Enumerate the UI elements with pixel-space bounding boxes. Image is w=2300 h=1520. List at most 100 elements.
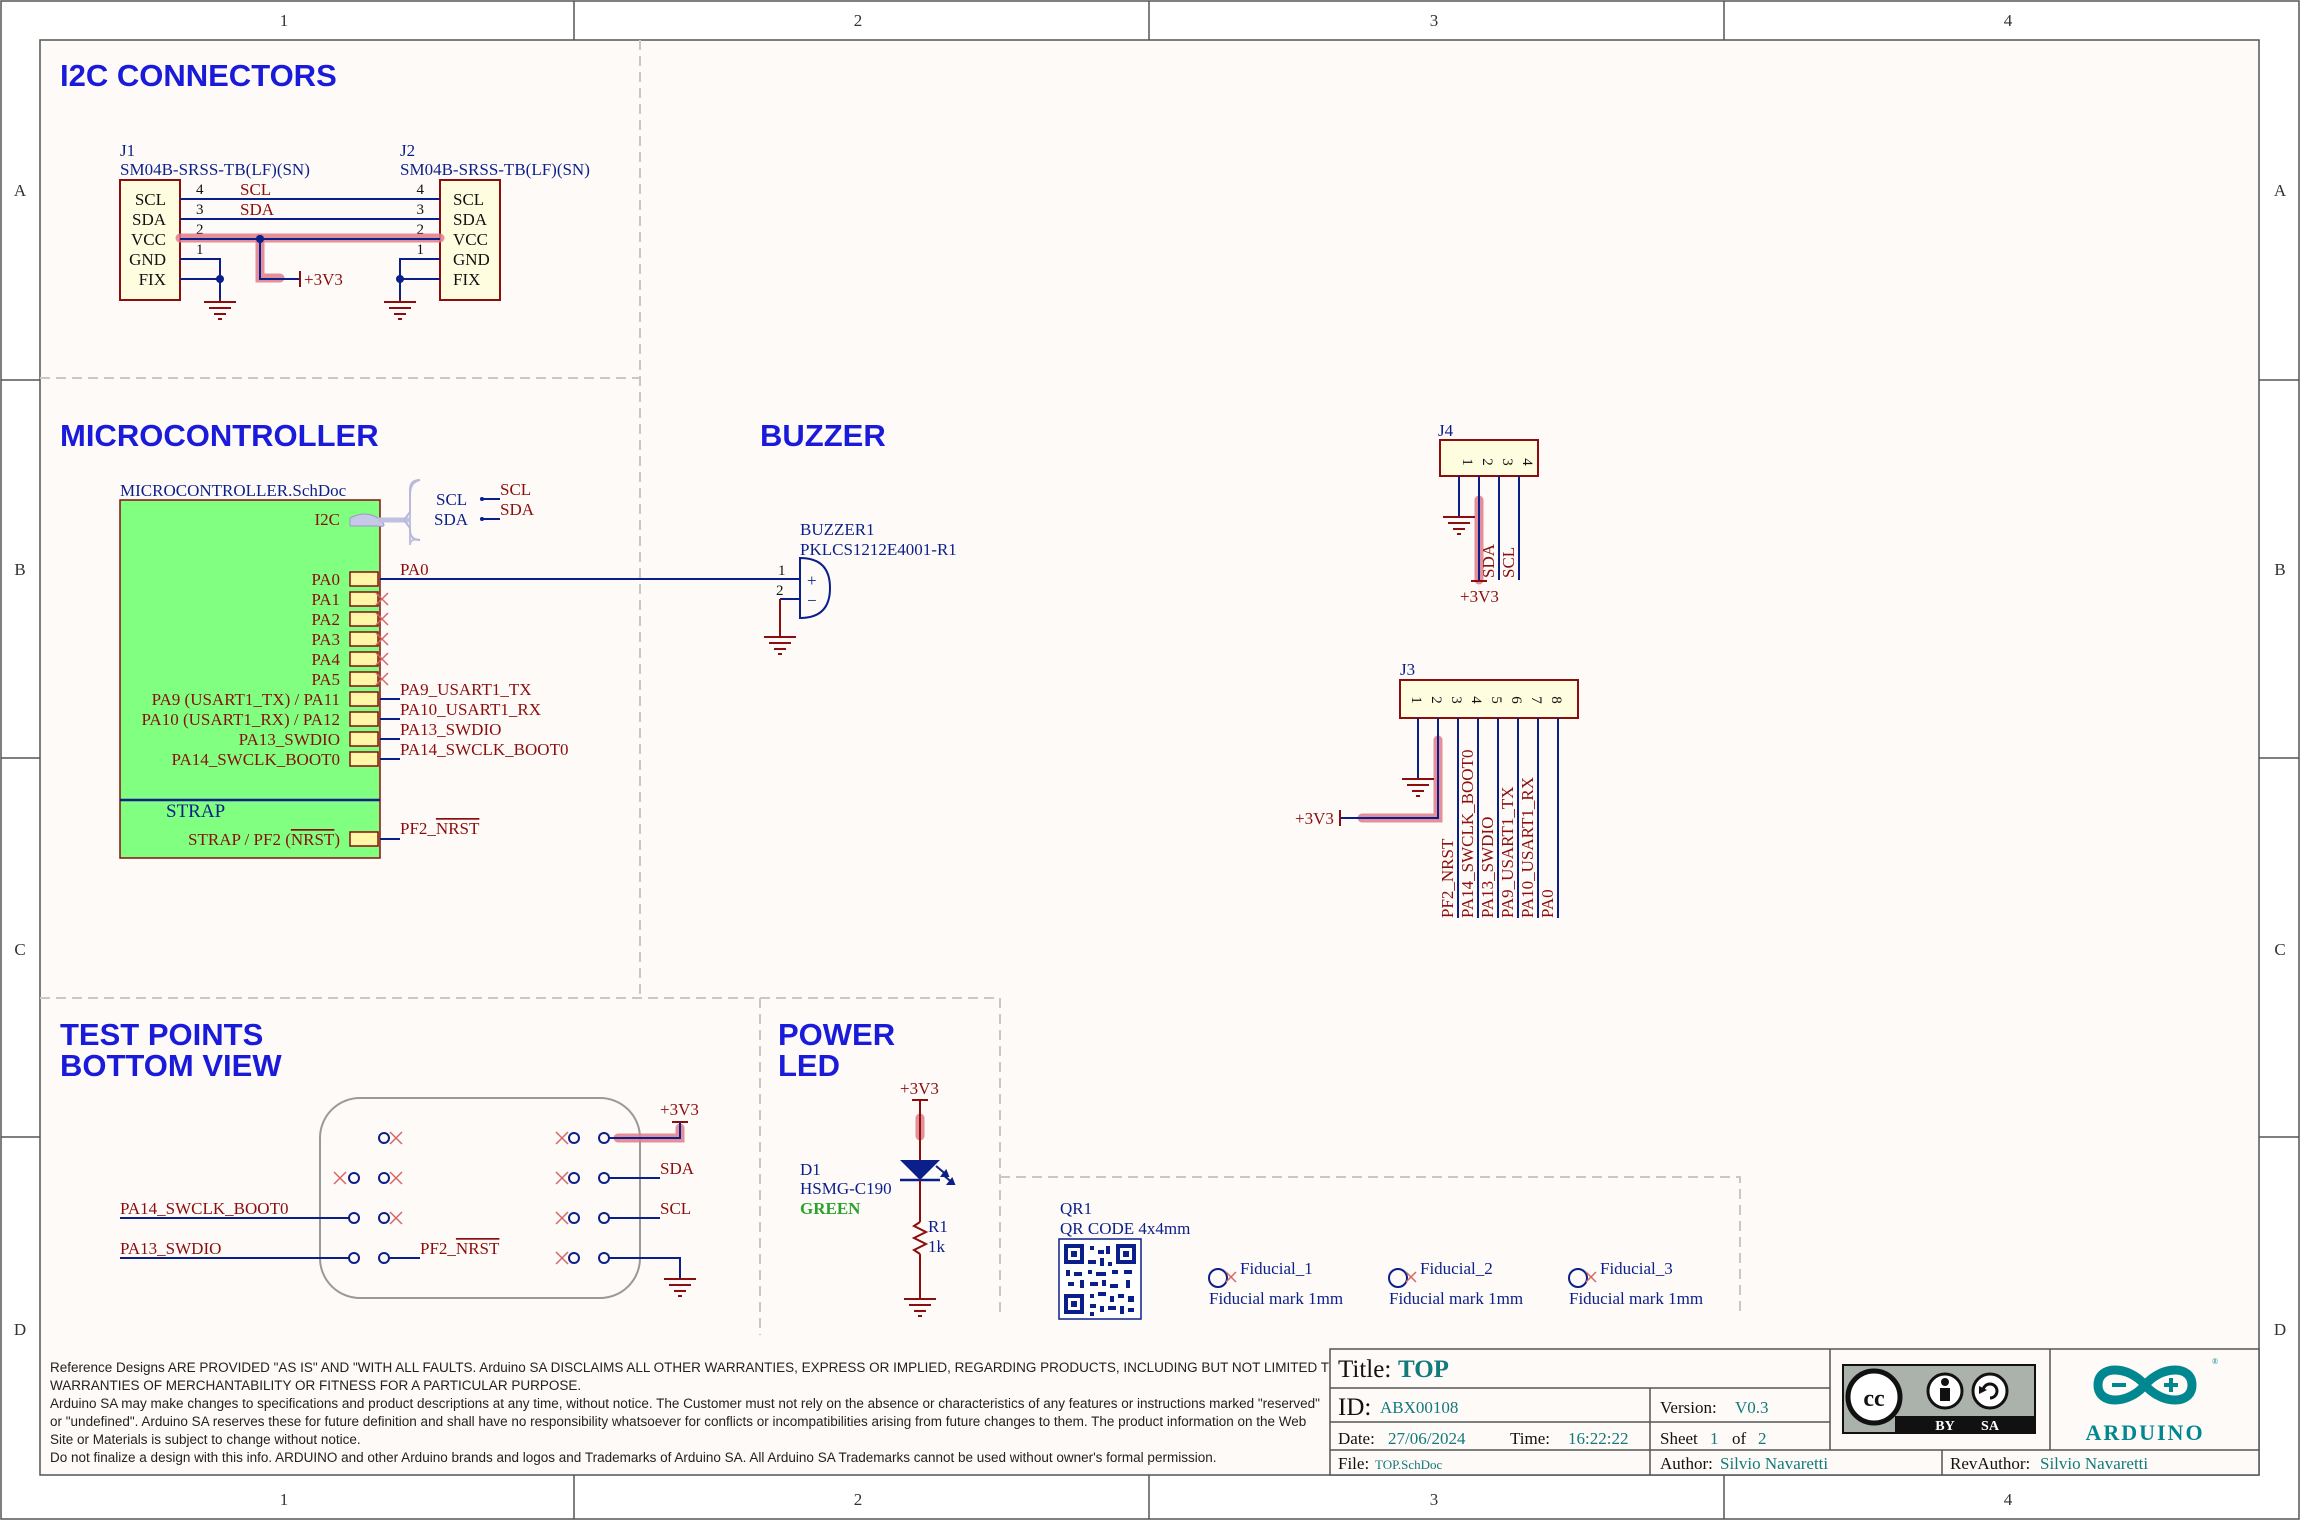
j1-pin-name: SDA bbox=[132, 210, 167, 229]
connector-j4[interactable]: J4 1 2 3 4 +3V3 SDA SCL bbox=[1438, 421, 1539, 606]
fiducial-ref: Fiducial_1 bbox=[1240, 1259, 1313, 1278]
net-label-pa13: PA13_SWDIO bbox=[120, 1239, 221, 1258]
author-value: Silvio Navaretti bbox=[1720, 1454, 1828, 1473]
connector-j1[interactable]: J1 SM04B-SRSS-TB(LF)(SN) SCL SDA VCC GND… bbox=[119, 141, 310, 301]
row-label: A bbox=[14, 181, 27, 200]
power-port-3v3: +3V3 bbox=[304, 270, 343, 289]
svg-text:cc: cc bbox=[1863, 1386, 1885, 1412]
buzzer-minus: − bbox=[807, 591, 817, 610]
j2-ref: J2 bbox=[400, 141, 415, 160]
net-label-pa10: PA10_USART1_RX bbox=[400, 700, 541, 719]
fiducial-desc: Fiducial mark 1mm bbox=[1389, 1289, 1523, 1308]
svg-text:ARDUINO: ARDUINO bbox=[2085, 1420, 2204, 1445]
test-points-outline bbox=[319, 1097, 641, 1299]
j3-pin-number: 6 bbox=[1508, 696, 1524, 704]
connector-j3[interactable]: J3 1 2 3 4 5 6 7 8 +3V3 PF2_NRST PA14_SW… bbox=[1295, 660, 1579, 918]
section-title-bottom-view: BOTTOM VIEW bbox=[60, 1048, 282, 1083]
j3-pin-number: 7 bbox=[1528, 696, 1544, 704]
j2-part: SM04B-SRSS-TB(LF)(SN) bbox=[400, 160, 590, 179]
buzzer-pin-1: 1 bbox=[778, 563, 786, 579]
i2c-wires bbox=[175, 198, 445, 320]
svg-text:BY: BY bbox=[1935, 1419, 1954, 1434]
j1-pin-number: 3 bbox=[196, 202, 204, 218]
disclaimer-line: or "undefined". Arduino SA reserves thes… bbox=[50, 1414, 1306, 1429]
buzzer-component[interactable]: BUZZER1 PKLCS1212E4001-R1 1 2 + − bbox=[764, 520, 957, 655]
section-title-led: LED bbox=[778, 1048, 840, 1083]
bus-member-scl: SCL bbox=[436, 490, 467, 509]
id-label: ID: bbox=[1338, 1394, 1371, 1421]
sheet-port-label: PA13_SWDIO bbox=[239, 730, 340, 749]
revauthor-value: Silvio Navaretti bbox=[2040, 1454, 2148, 1473]
power-port-3v3: +3V3 bbox=[660, 1100, 699, 1119]
j2-pin-name: GND bbox=[453, 250, 490, 269]
cc-by-sa-license-icon: cc BY SA bbox=[1842, 1364, 2036, 1434]
j1-pin-number: 1 bbox=[196, 242, 204, 258]
sheet-port-label: PA0 bbox=[311, 570, 340, 589]
power-port-3v3: +3V3 bbox=[900, 1079, 939, 1098]
buzzer-plus: + bbox=[807, 571, 817, 590]
svg-text:SA: SA bbox=[1981, 1419, 2000, 1434]
fiducial-3[interactable]: Fiducial_3 Fiducial mark 1mm bbox=[1568, 1259, 1703, 1308]
net-label-pa14: PA14_SWCLK_BOOT0 bbox=[400, 740, 568, 759]
section-title-microcontroller: MICROCONTROLLER bbox=[60, 418, 379, 453]
version-value: V0.3 bbox=[1735, 1398, 1769, 1417]
file-label: File: bbox=[1338, 1454, 1369, 1473]
led-ref: D1 bbox=[800, 1160, 821, 1179]
sheet-port-label: PA5 bbox=[311, 670, 340, 689]
svg-text:®: ® bbox=[2212, 1357, 2218, 1366]
power-led-circuit[interactable]: +3V3 D1 HSMG-C190 GREEN R1 1k bbox=[800, 1079, 956, 1317]
section-title-i2c: I2C CONNECTORS bbox=[60, 58, 337, 93]
sheet-port-label: PA9 (USART1_TX) / PA11 bbox=[152, 690, 340, 709]
j3-pin-number: 3 bbox=[1448, 696, 1464, 704]
fiducial-1[interactable]: Fiducial_1 Fiducial mark 1mm bbox=[1208, 1259, 1343, 1308]
author-label: Author: bbox=[1660, 1454, 1713, 1473]
time-label: Time: bbox=[1510, 1429, 1550, 1448]
column-label: 2 bbox=[854, 11, 863, 30]
j2-pin-number: 3 bbox=[417, 202, 425, 218]
j1-pin-name: GND bbox=[129, 250, 166, 269]
j2-pin-name: FIX bbox=[453, 270, 480, 289]
sheet-label: Sheet bbox=[1660, 1429, 1698, 1448]
j4-pin-number: 4 bbox=[1519, 458, 1535, 466]
strap-port-label: STRAP / PF2 (NRST) bbox=[188, 830, 340, 849]
net-label-sda: SDA bbox=[1479, 543, 1498, 578]
file-value: TOP.SchDoc bbox=[1375, 1457, 1443, 1472]
bus-member-sda: SDA bbox=[434, 510, 469, 529]
j2-pin-name: SCL bbox=[453, 190, 484, 209]
net-label-scl: SCL bbox=[1499, 547, 1518, 578]
id-value: ABX00108 bbox=[1380, 1398, 1458, 1417]
fiducial-desc: Fiducial mark 1mm bbox=[1569, 1289, 1703, 1308]
buzzer-ref: BUZZER1 bbox=[800, 520, 875, 539]
row-label: D bbox=[14, 1320, 26, 1339]
qr-code-component[interactable]: QR1 QR CODE 4x4mm bbox=[1058, 1199, 1190, 1320]
j3-pin-number: 5 bbox=[1488, 696, 1504, 704]
j4-ref: J4 bbox=[1438, 421, 1454, 440]
j1-pin-name: FIX bbox=[139, 270, 166, 289]
net-label-pa13: PA13_SWDIO bbox=[400, 720, 501, 739]
j1-pin-number: 2 bbox=[196, 222, 204, 238]
fiducial-2[interactable]: Fiducial_2 Fiducial mark 1mm bbox=[1388, 1259, 1523, 1308]
net-label-pa13: PA13_SWDIO bbox=[1478, 817, 1497, 918]
net-label-pa9: PA9_USART1_TX bbox=[1498, 786, 1517, 918]
net-label-pa14: PA14_SWCLK_BOOT0 bbox=[120, 1199, 288, 1218]
sheet-port-label: PA3 bbox=[311, 630, 340, 649]
j3-ref: J3 bbox=[1400, 660, 1415, 679]
fiducial-ref: Fiducial_2 bbox=[1420, 1259, 1493, 1278]
connector-j2[interactable]: J2 SM04B-SRSS-TB(LF)(SN) SCL SDA VCC GND… bbox=[400, 141, 590, 301]
j2-pin-number: 2 bbox=[417, 222, 425, 238]
sheet-port-label: PA14_SWCLK_BOOT0 bbox=[172, 750, 340, 769]
disclaimer-line: Reference Designs ARE PROVIDED "AS IS" A… bbox=[50, 1360, 1431, 1375]
j3-pin-number: 1 bbox=[1408, 696, 1424, 704]
fiducial-desc: Fiducial mark 1mm bbox=[1209, 1289, 1343, 1308]
test-points[interactable] bbox=[120, 1121, 696, 1297]
section-title-test-points: TEST POINTS bbox=[60, 1017, 263, 1052]
j1-pin-number: 4 bbox=[196, 182, 204, 198]
j2-pin-number: 4 bbox=[417, 182, 425, 198]
disclaimer-line: Arduino SA may make changes to specifica… bbox=[50, 1396, 1320, 1411]
column-label: 3 bbox=[1430, 1490, 1439, 1509]
net-label-scl: SCL bbox=[660, 1199, 691, 1218]
sheet-symbol-name: MICROCONTROLLER.SchDoc bbox=[120, 481, 347, 500]
sheet-port-label: PA10 (USART1_RX) / PA12 bbox=[142, 710, 340, 729]
i2c-bus-port: I2C bbox=[315, 510, 341, 529]
sheet-symbol-microcontroller[interactable]: MICROCONTROLLER.SchDoc STRAP I2C SCL SDA… bbox=[119, 479, 535, 859]
